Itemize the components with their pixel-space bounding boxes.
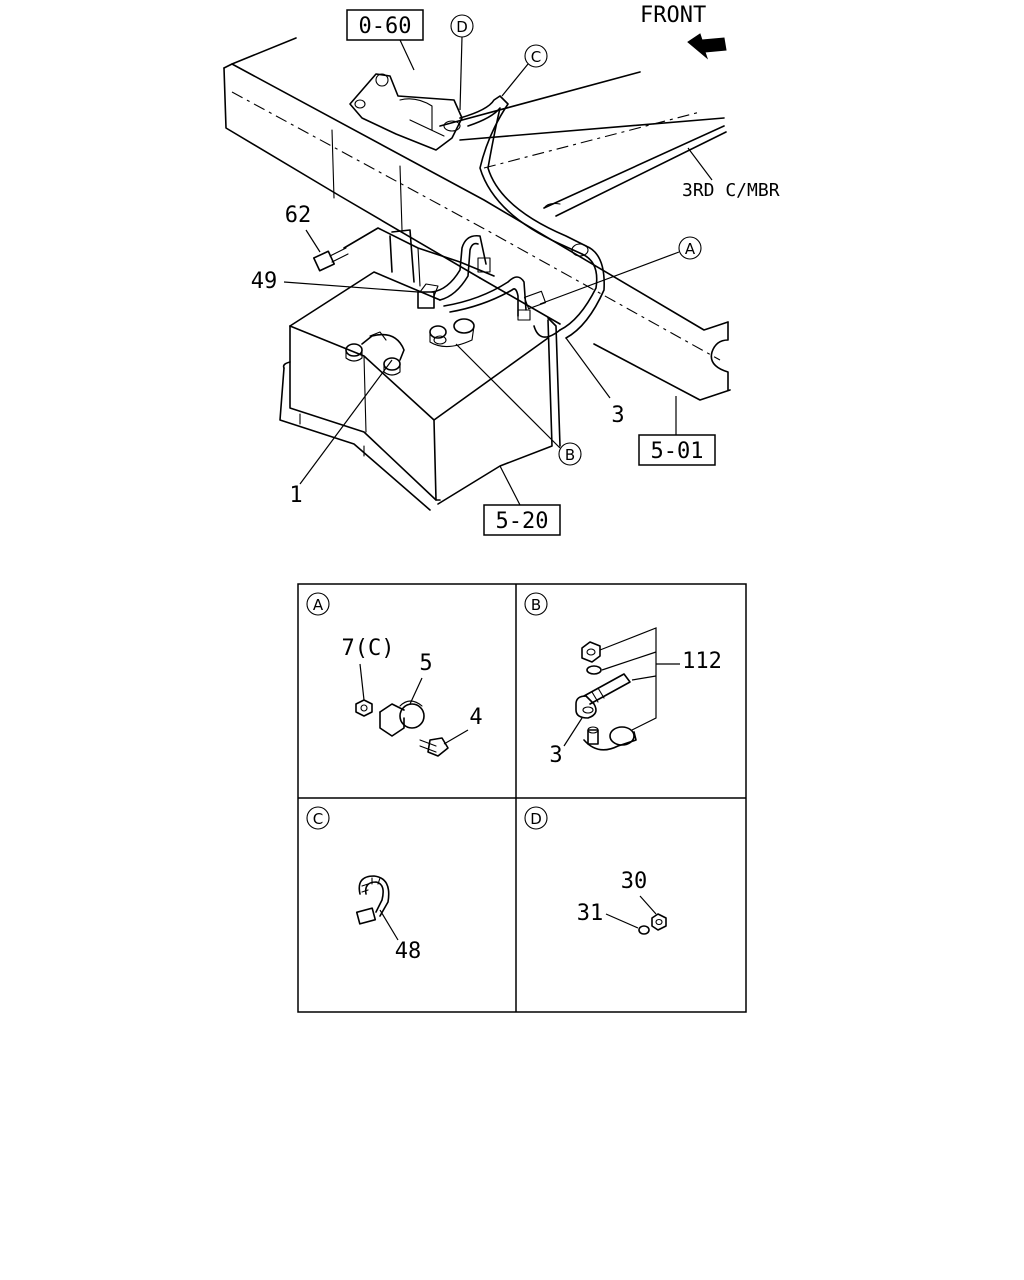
part-5-label: 5 — [419, 651, 432, 676]
callout-d-top-label: D — [456, 18, 468, 36]
part-62-label: 62 — [285, 203, 312, 228]
panel-b-badge — [524, 592, 548, 616]
detail-panel-a: A 7(C) 5 4 — [306, 592, 483, 757]
nut-icon — [355, 699, 373, 717]
callout-c-leader — [501, 63, 529, 97]
callout-c-top-label: C — [531, 48, 541, 66]
panel-c-letter: C — [313, 810, 323, 828]
part-48-leader — [379, 909, 399, 941]
part-31-leader — [605, 913, 639, 929]
cable-end-icon — [575, 673, 631, 719]
front-arrow-icon — [687, 33, 727, 60]
detail-panel-d: D 30 31 — [524, 806, 667, 935]
frame-rail — [223, 37, 731, 401]
link-cable — [431, 234, 531, 321]
starter-motor — [349, 73, 463, 151]
cross-member — [439, 71, 727, 217]
callout-a-leader — [539, 251, 680, 305]
part-31-label: 31 — [577, 901, 604, 926]
clip-bracket-icon — [379, 700, 425, 737]
bolt-icon — [419, 737, 449, 757]
part-4-label: 4 — [469, 705, 482, 730]
member-label: 3RD C/MBR — [682, 180, 780, 201]
ref-box-5-01[interactable] — [638, 434, 716, 466]
part-5-leader — [409, 677, 423, 705]
spring-washer-icon — [638, 925, 650, 935]
part-3-label: 3 — [611, 403, 624, 428]
part-48-label: 48 — [395, 939, 422, 964]
panel-a-badge — [306, 592, 330, 616]
ref-5-20-leader — [499, 465, 521, 506]
callout-b-leader — [455, 343, 561, 449]
member-leader — [687, 147, 713, 181]
part-7c-label: 7(C) — [342, 636, 395, 661]
detail-panel-c: C 48 — [306, 806, 422, 964]
part-1-leader — [299, 359, 393, 485]
panel-a-letter: A — [313, 596, 324, 614]
front-label: FRONT — [640, 3, 706, 28]
ref-box-5-20-label: 5-20 — [496, 509, 549, 534]
ref-box-0-60-label: 0-60 — [359, 14, 412, 39]
cable-clip — [523, 290, 547, 310]
panel-b-letter: B — [531, 596, 541, 614]
callout-c-top[interactable] — [524, 44, 548, 68]
part-3-detail-leader — [563, 717, 583, 747]
part-1-label: 1 — [289, 483, 302, 508]
lock-washer-icon — [586, 665, 602, 675]
small-nut-icon — [651, 913, 667, 931]
battery-terminals — [345, 318, 475, 376]
part-30-leader — [639, 895, 657, 915]
battery-cable — [459, 95, 605, 339]
callout-a-main-label: A — [685, 240, 696, 258]
terminal-49 — [417, 283, 439, 309]
part-30-label: 30 — [621, 869, 648, 894]
callout-a-main[interactable] — [678, 236, 702, 260]
part-62-leader — [305, 229, 321, 253]
bolt-62 — [312, 247, 349, 272]
ref-0-60-leader — [399, 39, 415, 71]
part-7c-leader — [359, 663, 365, 701]
panel-d-letter: D — [530, 810, 542, 828]
detail-grid — [297, 583, 747, 1013]
battery-carrier — [343, 227, 495, 287]
callout-b-main-label: B — [565, 446, 575, 464]
callout-b-main[interactable] — [558, 442, 582, 466]
part-49-label: 49 — [251, 269, 278, 294]
part-4-leader — [443, 729, 469, 745]
ref-box-5-01-label: 5-01 — [651, 439, 704, 464]
part-112-label: 112 — [682, 649, 722, 674]
part-112-bracket — [599, 627, 657, 731]
cable-tie-icon — [355, 875, 390, 925]
detail-panel-b: B 112 3 — [524, 592, 722, 768]
ref-box-5-20[interactable] — [483, 504, 561, 536]
main-view: FRONT 3RD C/MBR — [223, 3, 780, 536]
hex-nut-icon — [581, 641, 601, 663]
panel-d-badge — [524, 806, 548, 830]
part-3-leader — [565, 337, 611, 399]
part-3-detail-label: 3 — [549, 743, 562, 768]
terminal-clamp-icon — [583, 726, 637, 751]
panel-c-badge — [306, 806, 330, 830]
callout-d-leader — [459, 36, 463, 111]
battery-box — [279, 271, 561, 511]
ref-box-0-60[interactable] — [346, 9, 424, 41]
